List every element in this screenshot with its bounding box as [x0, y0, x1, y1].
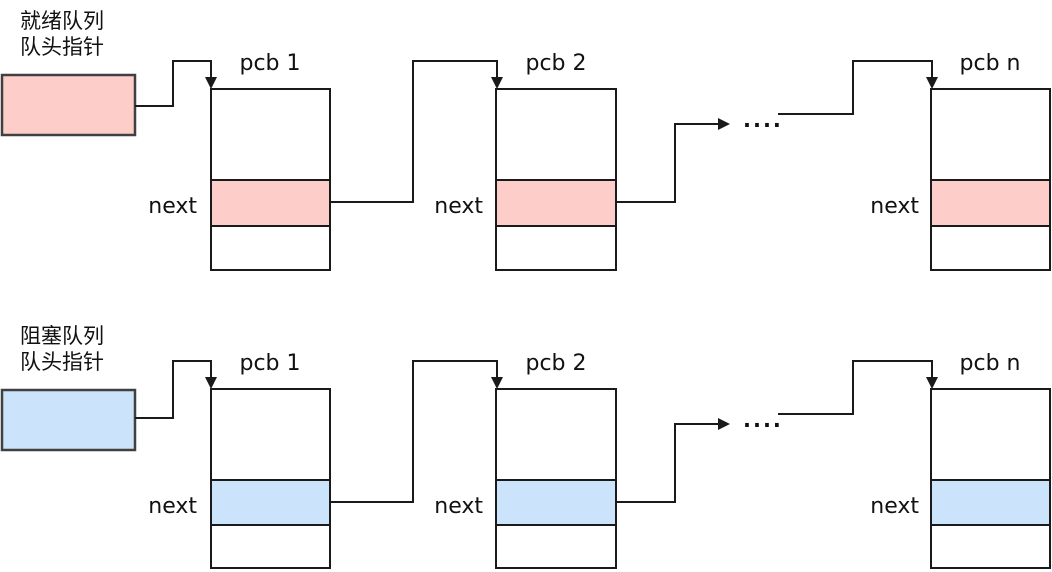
blocked-queue: 阻塞队列 队头指针 pcb 1 next pcb 2 next .... pcb… [0, 325, 1051, 569]
queue-head-label-line2: 队头指针 [20, 36, 104, 59]
connector-line [135, 360, 212, 419]
pcb-node-box [210, 388, 331, 569]
queue-head-label-line2: 队头指针 [20, 351, 104, 374]
next-label: next [148, 194, 197, 219]
ready-queue: 就绪队列 队头指针 pcb 1 next pcb 2 next .... pcb… [0, 10, 1051, 271]
pcb-node-label: pcb n [960, 351, 1021, 376]
next-label: next [148, 494, 197, 519]
ellipsis: .... [743, 108, 783, 132]
right-arrow-icon [718, 118, 730, 130]
next-field [210, 179, 331, 227]
next-label: next [434, 194, 483, 219]
head-pointer-box [0, 388, 137, 452]
next-field [495, 479, 617, 526]
head-pointer-box [0, 73, 137, 137]
next-label: next [870, 194, 919, 219]
down-arrow-icon [491, 377, 503, 389]
connector-line [778, 60, 933, 115]
pcb-node-label: pcb 2 [525, 51, 586, 76]
ellipsis: .... [743, 408, 783, 432]
queue-head-label-line1: 就绪队列 [20, 10, 104, 33]
pcb-node-box [930, 388, 1051, 569]
down-arrow-icon [926, 377, 938, 389]
queue-head-label-line1: 阻塞队列 [20, 325, 104, 348]
next-field [930, 479, 1051, 526]
next-field [210, 479, 331, 526]
down-arrow-icon [205, 377, 217, 389]
connector-line [616, 423, 719, 503]
right-arrow-icon [718, 418, 730, 430]
down-arrow-icon [926, 77, 938, 89]
next-field [495, 179, 617, 227]
connector-line [135, 60, 212, 107]
next-label: next [870, 494, 919, 519]
pcb-node-label: pcb 1 [239, 351, 300, 376]
next-label: next [434, 494, 483, 519]
pcb-node-label: pcb 2 [525, 351, 586, 376]
next-field [930, 179, 1051, 227]
pcb-node-label: pcb n [960, 51, 1021, 76]
pcb-node-box [495, 388, 617, 569]
down-arrow-icon [205, 77, 217, 89]
pcb-node-label: pcb 1 [239, 51, 300, 76]
connector-line [330, 60, 498, 203]
down-arrow-icon [491, 77, 503, 89]
connector-line [616, 123, 719, 203]
connector-line [778, 360, 933, 415]
connector-line [330, 360, 498, 503]
